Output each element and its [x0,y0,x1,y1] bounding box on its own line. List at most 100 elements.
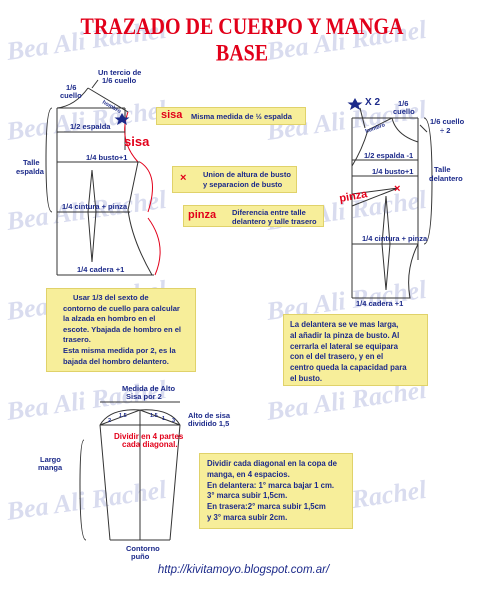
note-line: Dividir cada diagonal en la copa de [207,459,337,468]
sleeve-cap-curve [99,409,181,426]
note-line: escote. Ybajada de hombro en el [63,324,182,334]
note-line: y 3° marca subir 2cm. [207,512,288,522]
mark-2: 2 [108,418,111,424]
label-espalda: 1/2 espalda [70,122,111,131]
note-line: Usar 1/3 del sexto de [73,293,149,302]
label-cuello: cuello [60,91,82,100]
legend-sisa: sisa Misma medida de ½ espalda [156,107,306,125]
back-armhole [124,111,139,163]
label-sisa-por2: Sisa por 2 [126,392,162,401]
note-line: 3° marca subir 1,5cm. [207,491,288,501]
watermark-text: Bea Ali Rachel [4,475,169,526]
back-length-bracket [45,107,53,213]
label-talle-espalda: espalda [16,167,45,176]
pointer-line [91,79,99,89]
bust-bracket [139,161,153,213]
back-shoulder-line [87,87,129,113]
front-armhole [351,129,369,167]
label-cuello: cuello [393,107,415,116]
legend-union: × Union de altura de busto y separacion … [172,166,297,193]
sleeve-labels: Medida de Alto Sisa por 2 Alto de sisa d… [38,384,231,561]
sleeve-back-seam [99,424,111,541]
label-tercio: Un tercio de [98,68,141,77]
note-line: la alzada en hombro en el [63,314,156,324]
sleeve-front-seam [169,424,181,541]
note-neck-shoulder: Usar 1/3 del sexto de contorno de cuello… [46,288,196,372]
label-talle: Talle [23,158,40,167]
front-dart [381,195,391,291]
label-cadera: 1/4 cadera +1 [356,299,403,308]
mark-1-5: 1.5 [119,413,127,419]
mark-3: 3 [172,418,175,424]
legend-pinza-line2: delantero y talle trasero [232,217,317,226]
label-x2: X 2 [365,97,380,108]
mark-1: 1 [162,416,165,422]
legend-sisa-text: Misma medida de ½ espalda [191,112,292,121]
label-alto: Alto de sisa [188,411,231,420]
note-line: el busto. [290,373,323,383]
note-front-length: La delantera se ve mas larga, al añadir … [283,314,428,386]
back-neckline [56,87,89,109]
note-line: cerrarla el lateral se equipara [290,341,398,351]
union-mark: × [180,172,187,184]
note-line: contorno de cuello para calcular [63,303,180,313]
label-contorno: Contorno [126,544,160,553]
label-sisa: sisa [124,134,150,149]
note-line: En trasera:2° marca subir 1,5cm [207,502,326,512]
label-busto: 1/4 busto+1 [86,153,127,162]
blog-url: http://kivitamoyo.blogspot.com.ar/ [157,564,330,576]
legend-pinza-word: pinza [188,209,217,221]
legend-pinza-line1: Diferencia entre talle [232,208,306,217]
legend-sisa-word: sisa [161,109,183,121]
note-sleeve-cap: Dividir cada diagonal en la copa de mang… [199,453,353,529]
note-line: Esta misma medida por 2, es la [63,345,176,355]
pointer-line [419,124,428,133]
label-div2: ÷ 2 [440,126,450,135]
pointer-line [359,107,366,129]
union-mark: × [394,183,400,195]
label-talle: Talle [434,165,451,174]
back-labels: Un tercio de 1/6 cuello 1/6 cuello hombr… [16,68,150,274]
front-bodice [351,117,433,299]
back-dart [87,169,97,263]
note-line: La delantera se ve mas larga, [290,320,399,329]
front-neckline [391,117,419,143]
back-bodice [45,87,161,276]
front-labels: X 2 1/6 cuello 1/6 cuello ÷ 2 hombro 1/2… [338,97,464,308]
legend-pinza: pinza Diferencia entre talle delantero y… [183,205,324,227]
label-sexto-cuello: 1/6 cuello [430,117,465,126]
mark-1-5-b: 1.5 [150,413,158,419]
label-tercio-2: 1/6 cuello [102,76,137,85]
label-largo: Largo [40,455,61,464]
note-line: al añadir la pinza de busto. Al [290,330,400,340]
label-busto: 1/4 busto+1 [372,167,413,176]
back-side-seam [127,161,153,276]
sleeve [79,401,181,541]
label-dividir2: cada diagonal. [122,440,178,449]
label-talle-delantero: delantero [429,174,463,183]
label-cintura: 1/4 cintura + pinza [362,234,428,243]
label-cadera: 1/4 cadera +1 [77,265,124,274]
sleeve-length-bracket [79,439,87,541]
note-line: con el del trasero, y en el [290,352,384,362]
label-puno: puño [131,552,150,561]
star-icon [114,113,130,125]
front-hip-seam [352,243,419,299]
sleeve-back-diagonal [99,409,141,426]
label-pinza: pinza [338,188,369,205]
label-dividido: dividido 1,5 [188,419,229,428]
note-line: trasero. [63,335,91,345]
label-manga: manga [38,463,63,472]
front-shoulder-line [367,117,393,131]
hip-bracket [147,217,161,276]
legend-union-line1: Union de altura de busto [203,170,291,179]
page-title: TRAZADO DE CUERPO Y MANGA BASE [80,14,404,67]
label-espalda: 1/2 espalda -1 [364,151,413,160]
note-line: bajada del hombro delantero. [63,356,169,366]
label-dividir1: Dividir en 4 partes [114,432,184,441]
note-line: manga, en 4 espacios. [207,469,290,479]
sleeve-front-diagonal [139,409,181,426]
front-length-bracket [423,117,433,245]
bust-dart [351,187,399,207]
label-cintura: 1/4 cintura + pinza [62,202,128,211]
